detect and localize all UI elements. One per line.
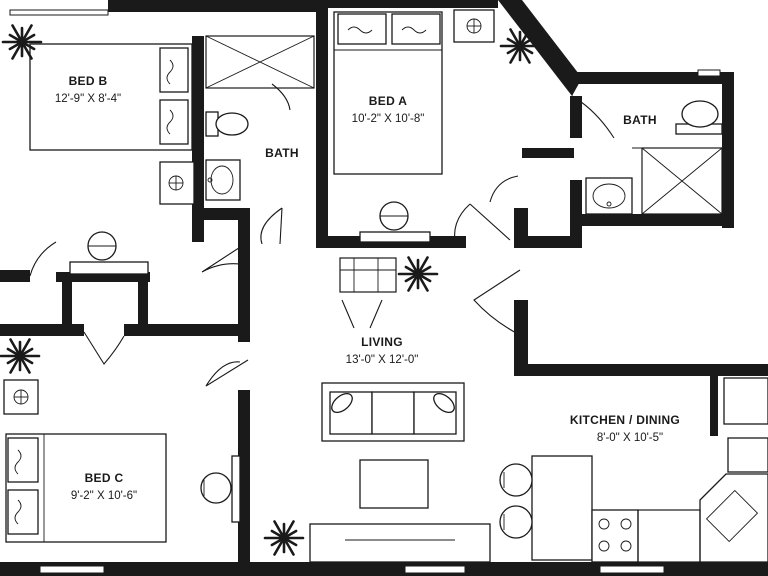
room-bath-1: BATH <box>205 35 315 201</box>
room-living: LIVING 13'-0" X 12'-0" <box>309 335 491 563</box>
door-swing-icon <box>29 83 615 387</box>
stove-icon <box>591 509 639 563</box>
chair-icon <box>499 463 533 497</box>
bed-b-dims: 12'-9" X 8'-4" <box>55 93 121 105</box>
kitchen-dims: 8'-0" X 10'-5" <box>597 432 663 444</box>
living-label: LIVING <box>361 335 403 349</box>
chair-icon <box>200 472 232 504</box>
room-bed-a: BED A 10'-2" X 10'-8" <box>333 9 495 243</box>
bath-2-label: BATH <box>623 113 657 127</box>
plants <box>0 24 541 556</box>
bed-c-dims: 9'-2" X 10'-6" <box>71 490 137 502</box>
living-dims: 13'-0" X 12'-0" <box>346 354 419 366</box>
plant-icon <box>1 24 43 60</box>
room-bath-2: BATH <box>585 100 723 215</box>
bed-a-dims: 10'-2" X 10'-8" <box>352 113 425 125</box>
plant-icon <box>499 28 541 64</box>
windows <box>9 7 721 574</box>
plant-icon <box>397 256 439 292</box>
room-bed-c: BED C 9'-2" X 10'-6" <box>3 379 241 543</box>
table-icon <box>359 459 429 509</box>
closet <box>339 257 397 293</box>
bed-a-label: BED A <box>369 94 407 108</box>
sink-icon <box>205 159 241 201</box>
plant-icon <box>0 338 41 374</box>
bed-b-label: BED B <box>69 74 108 88</box>
table-icon <box>531 455 593 561</box>
room-bed-b: BED B 12'-9" X 8'-4" <box>29 43 195 275</box>
plant-icon <box>263 520 305 556</box>
kitchen-label: KITCHEN / DINING <box>570 413 680 427</box>
shower-icon <box>205 35 315 89</box>
chair-icon <box>499 505 533 539</box>
room-kitchen-dining: KITCHEN / DINING 8'-0" X 10'-5" <box>499 377 768 563</box>
bath-1-label: BATH <box>265 146 299 160</box>
bed-c-label: BED C <box>85 471 124 485</box>
